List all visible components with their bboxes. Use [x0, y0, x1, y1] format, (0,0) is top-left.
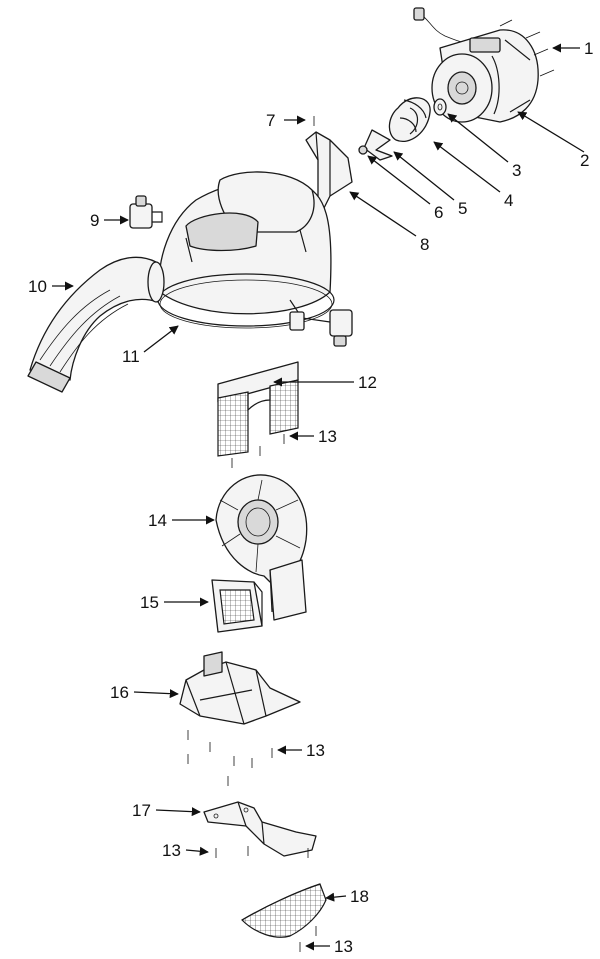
- callout-13-a: 13: [318, 427, 337, 446]
- callout-17: 17: [132, 801, 151, 820]
- callout-13-c: 13: [162, 841, 181, 860]
- callout-13-b: 13: [306, 741, 325, 760]
- fan-blade: [363, 129, 393, 161]
- washer: [433, 98, 447, 116]
- callout-8: 8: [420, 235, 429, 254]
- bracket: [305, 131, 353, 209]
- impeller: [388, 97, 431, 142]
- screws-group-c: [215, 846, 309, 858]
- callout-15: 15: [140, 593, 159, 612]
- housing-shell: [157, 171, 335, 329]
- mesh-screen: [217, 361, 299, 457]
- callout-1: 1: [584, 39, 593, 58]
- callout-labels: 1 2 3 4 5 6 7 8 9 10 11 12 13 14 15 16 1…: [28, 39, 593, 956]
- motor-screws: [499, 19, 555, 77]
- screws-group-b: [187, 730, 273, 786]
- scroll-housing: [215, 474, 308, 621]
- lower-bracket: [203, 801, 317, 857]
- nut: [358, 145, 368, 155]
- callout-10: 10: [28, 277, 47, 296]
- base-tray: [179, 651, 301, 725]
- callout-18: 18: [350, 887, 369, 906]
- callout-11: 11: [122, 347, 140, 366]
- bottom-grille: [241, 883, 327, 938]
- screws-group-d: [299, 926, 317, 952]
- callout-7: 7: [266, 111, 275, 130]
- callout-2: 2: [580, 151, 589, 170]
- callout-16: 16: [110, 683, 129, 702]
- callout-leaders: [52, 43, 585, 951]
- latch-left: [129, 195, 163, 229]
- callout-12: 12: [358, 373, 377, 392]
- motor-assembly: [413, 7, 539, 123]
- latch-right: [289, 299, 353, 347]
- callout-14: 14: [148, 511, 167, 530]
- callout-6: 6: [434, 203, 443, 222]
- callout-4: 4: [504, 191, 513, 210]
- callout-5: 5: [458, 199, 467, 218]
- filter-box: [211, 579, 263, 633]
- callout-9: 9: [90, 211, 99, 230]
- callout-3: 3: [512, 161, 521, 180]
- screws-group-a: [231, 434, 285, 468]
- flexible-hose: [27, 256, 165, 393]
- callout-13-d: 13: [334, 937, 353, 956]
